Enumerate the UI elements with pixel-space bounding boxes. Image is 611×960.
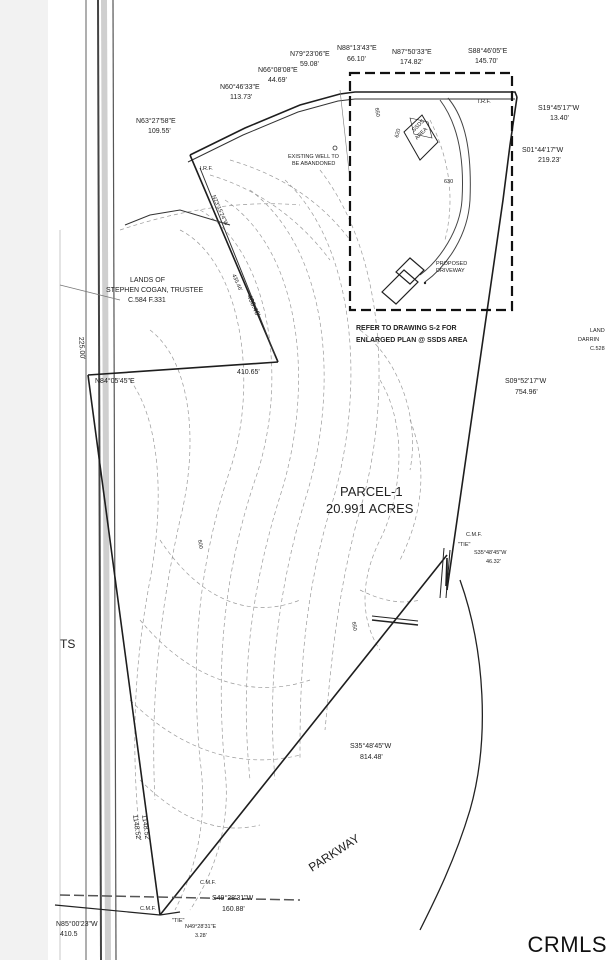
distance-label-4: 145.70'	[475, 58, 498, 65]
contour-label-650a: 650	[350, 621, 358, 631]
road-edge-line-2	[112, 0, 117, 960]
bearing-label-1: N79°23'06"E	[290, 50, 330, 58]
parcel-name: PARCEL-1	[340, 484, 403, 499]
distance-label-3: 174.82'	[400, 59, 423, 66]
refer-note-line-2: ENLARGED PLAN @ SSDS AREA	[356, 337, 468, 344]
parcel-area: 20.991 ACRES	[326, 501, 414, 516]
tie-label-1: "TIE"	[458, 542, 471, 548]
lands-of-label: LANDS OF	[130, 277, 165, 284]
contour-lines	[119, 119, 451, 911]
distance-label-11: 410.65'	[237, 369, 260, 376]
distance-label-15: 3.28'	[195, 933, 207, 939]
proposed-house-icon	[381, 257, 425, 305]
distance-label-18: 1148.52'	[131, 814, 142, 841]
distance-label-6: 113.73'	[230, 94, 252, 101]
bearing-label-14: S49°28'31"W	[212, 894, 254, 902]
ssds-diamond-inner	[409, 117, 433, 139]
adjacent-land-label-1: LAND	[590, 328, 605, 334]
bearing-label-15: N49°28'31"E	[185, 924, 217, 930]
tie-label-2: "TIE"	[172, 918, 185, 924]
bearing-label-11: N84°05'45"E	[95, 377, 135, 385]
proposed-driveway-line	[419, 99, 464, 276]
point-marker	[423, 281, 427, 285]
owner-reference: C.584 F.331	[128, 297, 166, 304]
distance-label-2: 66.10'	[347, 56, 366, 63]
distance-label-13: 814.48'	[360, 754, 383, 761]
bearing-label-6: N60°46'33"E	[220, 83, 260, 91]
contour-label-650b: 650	[373, 107, 381, 117]
distance-label-7: 109.55'	[148, 128, 171, 135]
contour-label-620: 620	[394, 128, 402, 138]
distance-label-16: 410.5	[60, 931, 78, 938]
road-edge-line-1	[97, 0, 102, 960]
distance-label-8: 13.40'	[550, 115, 569, 122]
contour-label-630: 630	[444, 179, 453, 185]
well-icon	[332, 145, 338, 151]
cmf-label-2: C.M.F.	[200, 880, 216, 886]
proposed-driveway-line-2	[424, 97, 471, 283]
cmf-label-3: C.M.F.	[140, 906, 156, 912]
distance-label-5: 44.69'	[268, 77, 287, 84]
property-boundary	[54, 89, 518, 916]
irf-label-2: I.R.F.	[200, 166, 213, 172]
bearing-label-12: S35°48'45"W	[474, 550, 507, 556]
bearing-label-16: N85°00'23"W	[56, 920, 98, 928]
bearing-label-5: N66°08'08"E	[258, 66, 298, 74]
refer-note-line-1: REFER TO DRAWING S-2 FOR	[356, 325, 457, 332]
distance-label-21: 225.00'	[77, 337, 86, 360]
scan-shadow	[101, 0, 111, 960]
proposed-label-1: PROPOSED	[436, 261, 467, 267]
distance-label-9: 219.23'	[538, 157, 561, 164]
side-road-fragment: TS	[60, 637, 75, 651]
distance-label-10: 754.96'	[515, 389, 538, 396]
bearing-label-13: S35°48'45"W	[350, 742, 392, 750]
bearing-label-4: S88°46'05"E	[468, 47, 508, 55]
adjacent-land-label-3: C.528	[590, 346, 605, 352]
owner-name: STEPHEN COGAN, TRUSTEE	[106, 287, 203, 294]
bearing-label-3: N87°50'33"E	[392, 48, 432, 56]
watermark-logo: CRMLS	[527, 932, 607, 957]
parkway-edge	[419, 579, 483, 931]
proposed-label-2: DRIVEWAY	[436, 268, 465, 274]
adjacent-land-label-2: DARRIN	[578, 337, 599, 343]
distance-label-12: 46.32'	[486, 559, 501, 565]
bearing-label-9: S01°44'17"W	[522, 146, 564, 154]
ssds-diamond	[403, 114, 439, 161]
bearing-label-7: N63°27'58"E	[136, 117, 176, 125]
irf-label-1: I.R.F.	[478, 99, 491, 105]
bearing-label-10: S09°52'17"W	[505, 377, 547, 385]
distance-label-1: 59.08'	[300, 61, 319, 68]
distance-label-14: 160.88'	[222, 906, 245, 913]
existing-well-note-1: EXISTING WELL TO	[288, 154, 340, 160]
ssds-area-outline	[348, 71, 514, 312]
cmf-label-1: C.M.F.	[466, 532, 482, 538]
bearing-label-8: S19°45'17"W	[538, 104, 580, 112]
contour-label-600: 600	[196, 539, 204, 549]
existing-well-note-2: BE ABANDONED	[292, 161, 335, 167]
paper-margin-left	[0, 0, 48, 960]
distance-label-17: 1148.52'	[140, 814, 151, 841]
bearing-label-2: N88°13'43"E	[337, 44, 377, 52]
